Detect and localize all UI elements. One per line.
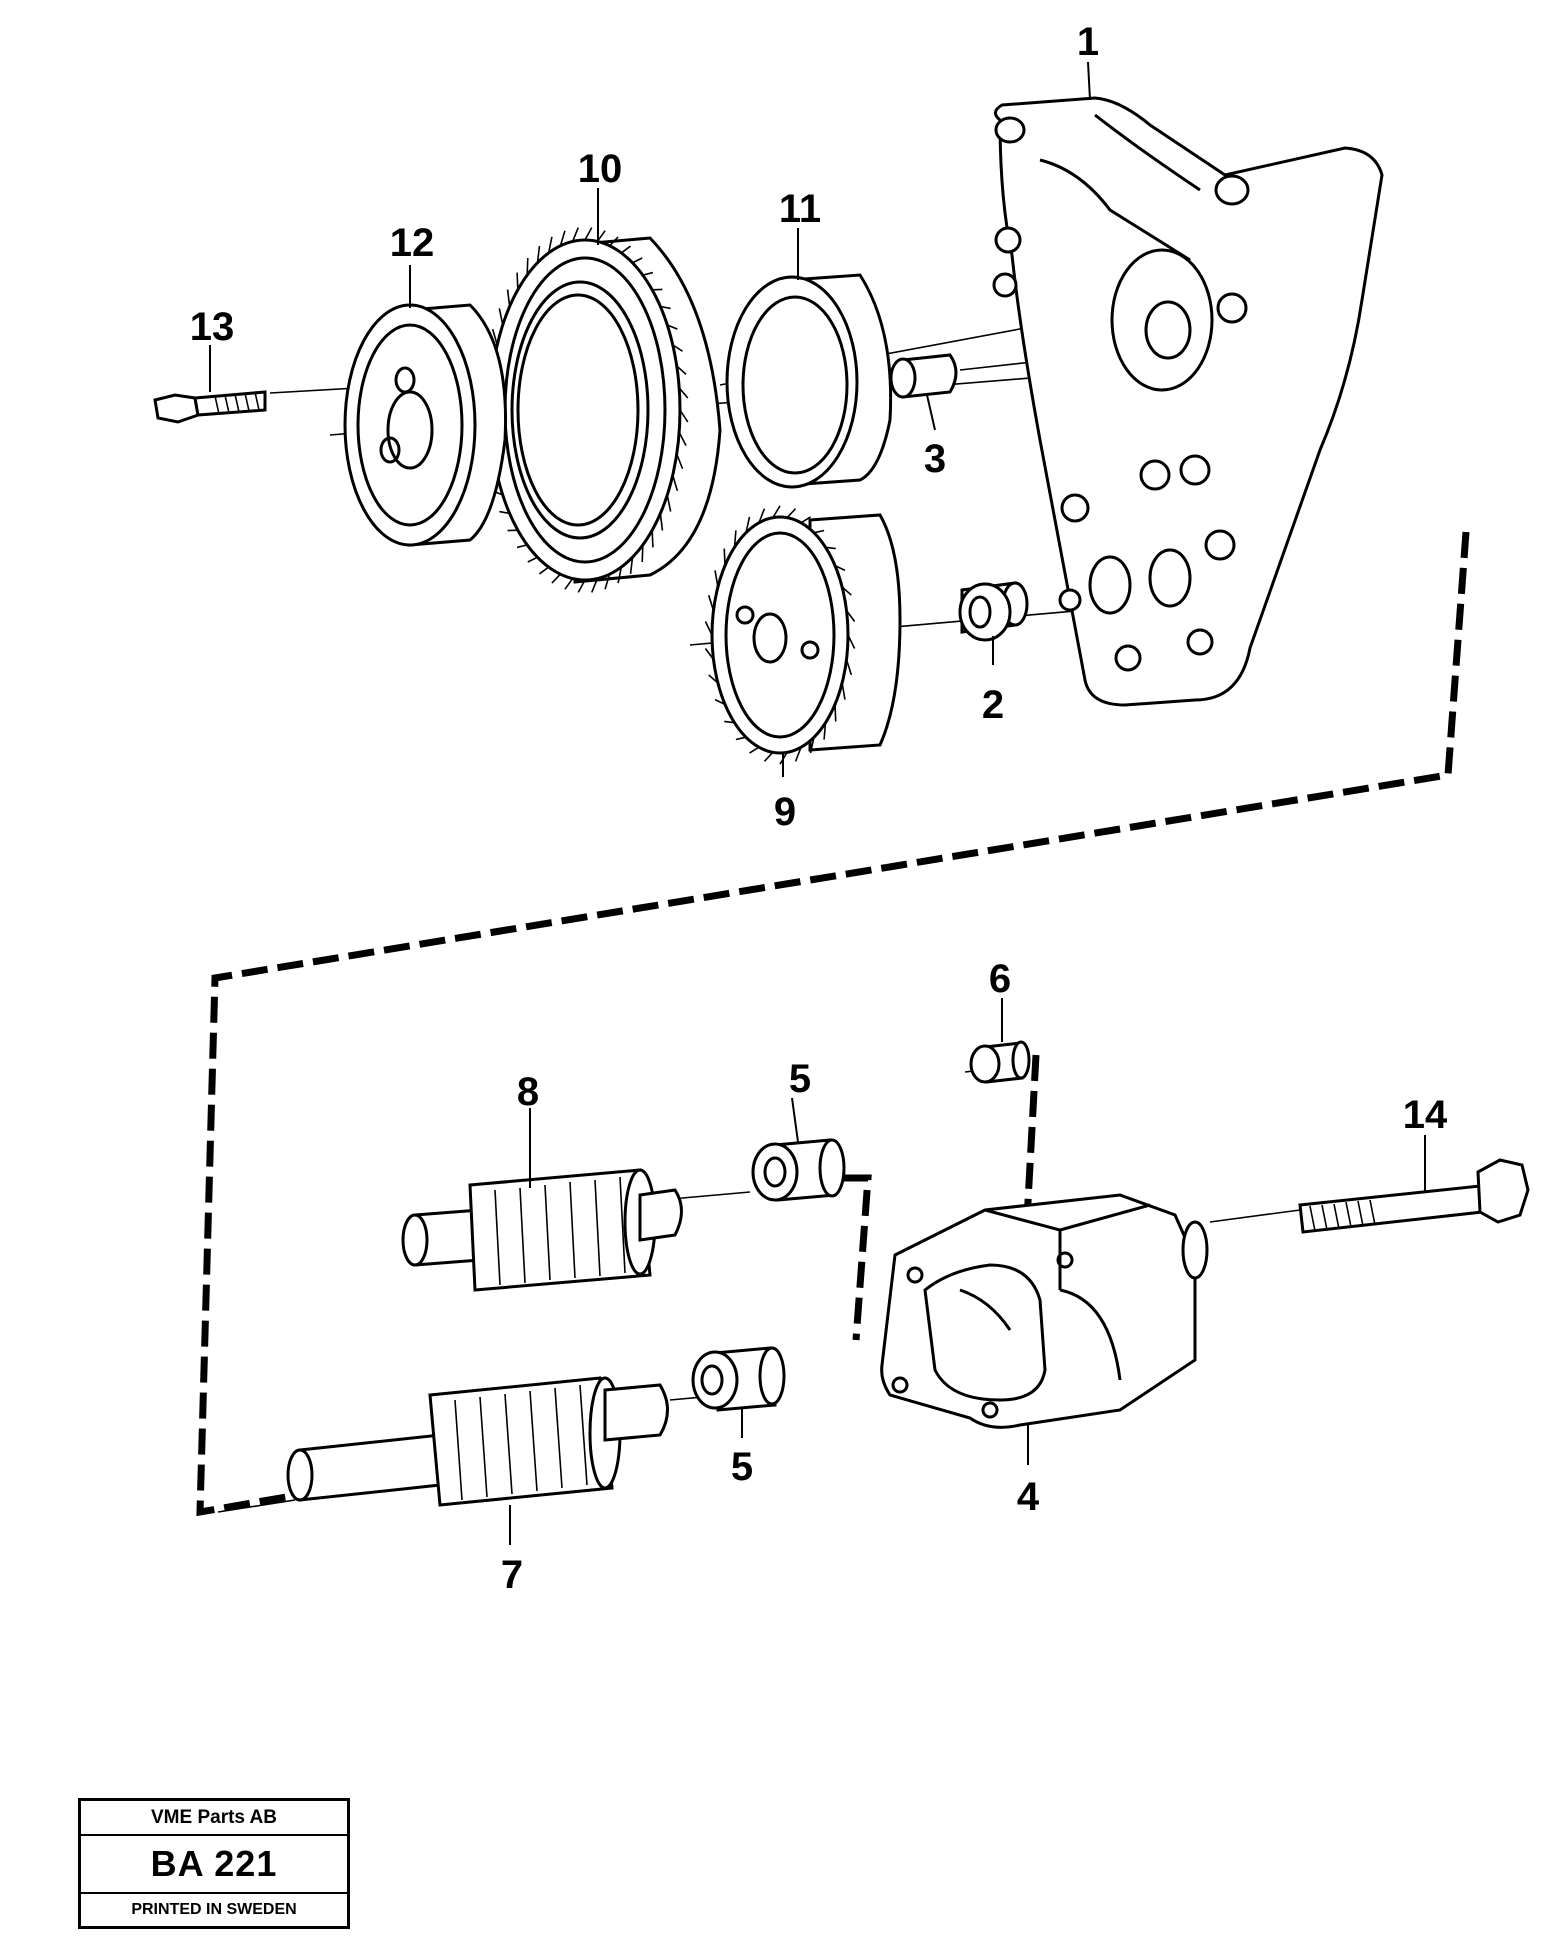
part-12-hub <box>343 303 508 547</box>
part-11-ring <box>725 273 893 489</box>
gear-10-teeth-tooth <box>559 230 566 247</box>
gear-10-teeth-tooth <box>604 573 611 590</box>
callout-1: 1 <box>1077 20 1099 64</box>
gear-10-teeth-tooth <box>641 544 644 563</box>
callout-2: 2 <box>982 683 1004 727</box>
gear-10-teeth-tooth <box>516 544 528 549</box>
gear-10-teeth-tooth <box>651 530 654 548</box>
part-7-gear-shaft <box>286 1376 669 1507</box>
callout-9: 9 <box>774 790 796 834</box>
part-2-bushing <box>958 581 1029 642</box>
callouts: 1 2 3 4 5 5 6 7 8 9 10 11 12 13 14 <box>190 20 1448 1597</box>
gear-10-teeth-tooth <box>538 566 550 575</box>
gear-10-teeth-tooth <box>551 573 561 584</box>
part-5-bushing-upper <box>751 1138 846 1202</box>
gear-10-teeth-tooth <box>536 245 541 263</box>
gear-10-teeth-tooth <box>547 236 553 254</box>
gear-9-teeth-tooth <box>763 751 774 762</box>
gear-10-teeth-tooth <box>516 272 519 290</box>
printed-in-label: PRINTED IN SWEDEN <box>131 1901 297 1918</box>
gear-10-teeth-tooth <box>571 227 580 242</box>
callout-5-upper: 5 <box>789 1057 811 1101</box>
callout-5-lower: 5 <box>731 1445 753 1489</box>
gear-10-teeth-tooth <box>564 578 574 590</box>
drawing-code: BA 221 <box>81 1836 347 1894</box>
gear-9-teeth-tooth <box>772 505 781 519</box>
gear-10-teeth-tooth <box>629 557 634 575</box>
part-13-bolt <box>153 390 267 424</box>
company-name: VME Parts AB <box>81 1801 347 1836</box>
gear-10-teeth-tooth <box>590 578 599 593</box>
callout-11: 11 <box>779 187 821 231</box>
part-1-housing <box>992 96 1384 707</box>
callout-10: 10 <box>578 147 623 191</box>
gear-10-teeth-tooth <box>527 556 538 563</box>
part-8-gear-shaft <box>401 1168 683 1292</box>
gear-10-teeth-tooth <box>609 236 619 247</box>
callout-6: 6 <box>989 957 1011 1001</box>
part-5-bushing-lower <box>691 1346 786 1412</box>
gear-9-teeth-tooth <box>786 508 797 519</box>
part-6-sleeve <box>969 1040 1031 1084</box>
part-14-long-bolt <box>1298 1158 1530 1234</box>
gear-10-teeth-tooth <box>526 257 529 276</box>
callout-13: 13 <box>190 305 235 349</box>
part-9-small-gear <box>704 505 902 765</box>
gear-9-teeth-tooth <box>749 746 760 754</box>
callout-14: 14 <box>1403 1093 1448 1137</box>
callout-3: 3 <box>924 437 946 481</box>
gear-10-teeth-tooth <box>577 579 586 593</box>
leader-lines <box>209 61 1426 1545</box>
gear-9-teeth-tooth <box>758 508 766 524</box>
callout-4: 4 <box>1017 1475 1040 1519</box>
gear-10-teeth-tooth <box>620 245 632 254</box>
callout-8: 8 <box>517 1070 539 1114</box>
gear-10-teeth-tooth <box>617 566 623 584</box>
part-10-large-gear <box>481 227 722 593</box>
title-block: VME Parts AB BA 221 PRINTED IN SWEDEN <box>78 1798 350 1929</box>
callout-7: 7 <box>501 1553 523 1597</box>
part-4-pump-body <box>880 1193 1209 1429</box>
part-3-pin <box>889 353 958 399</box>
gear-10-teeth-tooth <box>584 227 593 241</box>
gear-10-teeth-tooth <box>642 271 654 276</box>
gear-9-teeth-tooth <box>794 746 802 762</box>
gear-9-teeth-tooth <box>800 516 811 524</box>
callout-12: 12 <box>390 221 435 265</box>
gear-10-teeth-tooth <box>632 257 643 264</box>
